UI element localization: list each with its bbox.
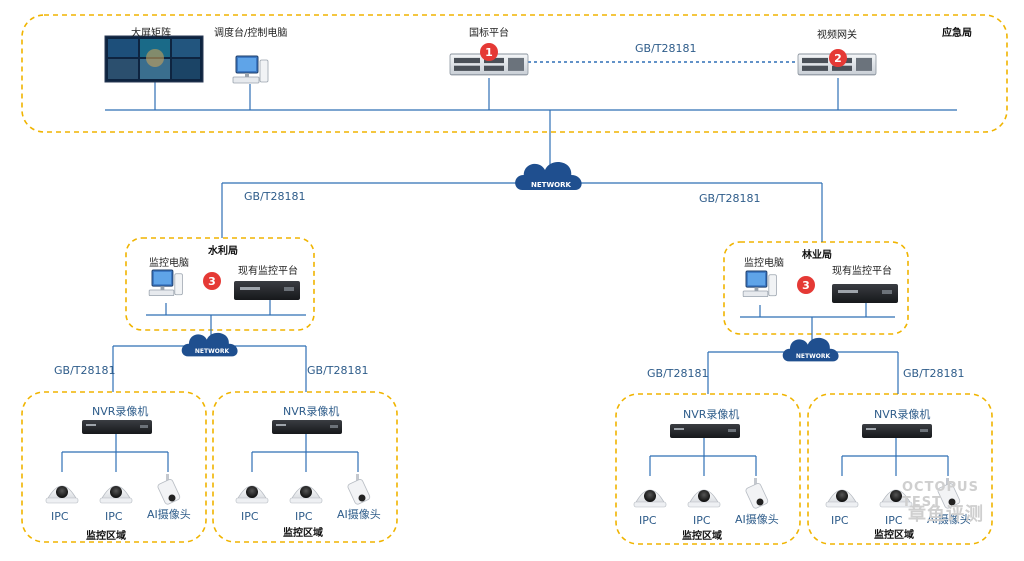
- nvr-icon: [670, 424, 740, 438]
- nvr-label: NVR录像机: [92, 405, 149, 418]
- network-label: NETWORK: [796, 353, 831, 360]
- forestry-zone-1-frame: [615, 393, 801, 545]
- water-monitor-pc-label: 监控电脑: [149, 258, 189, 269]
- uplink-protocol-left: GB/T28181: [244, 190, 306, 203]
- water-bureau-frame: [125, 237, 315, 331]
- ipc-label: IPC: [295, 510, 313, 523]
- network-label: NETWORK: [195, 348, 230, 355]
- nvr-icon: [272, 420, 342, 434]
- forestry-monitor-pc-label: 监控电脑: [744, 258, 784, 269]
- ai-bullet-camera-icon: [744, 477, 770, 510]
- forestry-bureau-label: 林业局: [802, 250, 832, 261]
- ai-camera-label: AI摄像头: [147, 508, 191, 521]
- connection-lines: [61, 78, 957, 476]
- watermark-text: OCTOPUS TEST: [902, 480, 979, 510]
- forestry-right-protocol: GB/T28181: [903, 367, 965, 380]
- badge-text: 3: [208, 275, 216, 288]
- water-right-protocol: GB/T28181: [307, 364, 369, 377]
- badge-text: 3: [802, 279, 810, 292]
- emergency-bureau-label: 应急局: [942, 28, 972, 39]
- link-protocol-label: GB/T28181: [635, 42, 697, 55]
- ai-camera-label: AI摄像头: [337, 508, 381, 521]
- ipc-label: IPC: [885, 514, 903, 527]
- ipc-label: IPC: [639, 514, 657, 527]
- forestry-platform-label: 现有监控平台: [832, 266, 892, 277]
- ipc-label: IPC: [51, 510, 69, 523]
- water-zone-2-frame: [212, 391, 398, 543]
- water-bureau-label: 水利局: [208, 246, 238, 257]
- step-badge-3-forestry: 3: [797, 276, 815, 294]
- badge-text: 1: [485, 46, 493, 59]
- dispatch-pc-icon: [232, 55, 269, 84]
- water-platform-icon: [234, 281, 300, 300]
- ai-camera-label: AI摄像头: [735, 513, 779, 526]
- nvr-icon: [82, 420, 152, 434]
- zone-label: 监控区域: [682, 531, 722, 542]
- step-badge-3-water: 3: [203, 272, 221, 290]
- water-platform-label: 现有监控平台: [238, 266, 298, 277]
- national-platform-label: 国标平台: [469, 28, 509, 39]
- forestry-zone-2-frame: [807, 393, 993, 545]
- zone-label: 监控区域: [86, 531, 126, 542]
- ipc-label: IPC: [831, 514, 849, 527]
- forestry-bureau-frame: [723, 241, 909, 335]
- step-badge-1: 1: [480, 43, 498, 61]
- ipc-dome-camera-icon: [687, 489, 721, 508]
- ipc-label: IPC: [105, 510, 123, 523]
- ipc-dome-camera-icon: [633, 489, 667, 508]
- dispatch-pc-label: 调度台/控制电脑: [214, 28, 288, 39]
- area-frames: [21, 14, 1008, 545]
- ipc-dome-camera-icon: [825, 489, 859, 508]
- ipc-dome-camera-icon: [99, 485, 133, 504]
- ipc-label: IPC: [241, 510, 259, 523]
- ipc-dome-camera-icon: [235, 485, 269, 504]
- video-wall-label: 大屏矩阵: [131, 28, 171, 39]
- step-badge-2: 2: [829, 49, 847, 67]
- badge-text: 2: [834, 52, 842, 65]
- ipc-dome-camera-icon: [289, 485, 323, 504]
- nvr-icon: [862, 424, 932, 438]
- forestry-left-protocol: GB/T28181: [647, 367, 709, 380]
- zone-label: 监控区域: [874, 530, 914, 541]
- network-label: NETWORK: [531, 181, 571, 189]
- watermark-text-cn: 章鱼评测: [908, 504, 984, 525]
- ipc-label: IPC: [693, 514, 711, 527]
- uplink-protocol-right: GB/T28181: [699, 192, 761, 205]
- water-monitor-pc-icon: [148, 269, 183, 297]
- ai-camera-label: AI摄像头: [927, 513, 971, 526]
- nvr-label: NVR录像机: [874, 408, 931, 421]
- forestry-monitor-pc-icon: [742, 270, 777, 298]
- video-wall-icon: [104, 35, 204, 83]
- emergency-bureau-frame: [21, 14, 1008, 133]
- video-gateway-label: 视频网关: [817, 30, 857, 41]
- water-left-protocol: GB/T28181: [54, 364, 116, 377]
- zone-label: 监控区域: [283, 528, 323, 539]
- ipc-dome-camera-icon: [45, 485, 79, 504]
- ai-bullet-camera-icon: [156, 473, 182, 506]
- nvr-label: NVR录像机: [683, 408, 740, 421]
- forestry-platform-icon: [832, 284, 898, 303]
- water-zone-1-frame: [21, 391, 207, 543]
- nvr-label: NVR录像机: [283, 405, 340, 418]
- ai-bullet-camera-icon: [346, 473, 372, 506]
